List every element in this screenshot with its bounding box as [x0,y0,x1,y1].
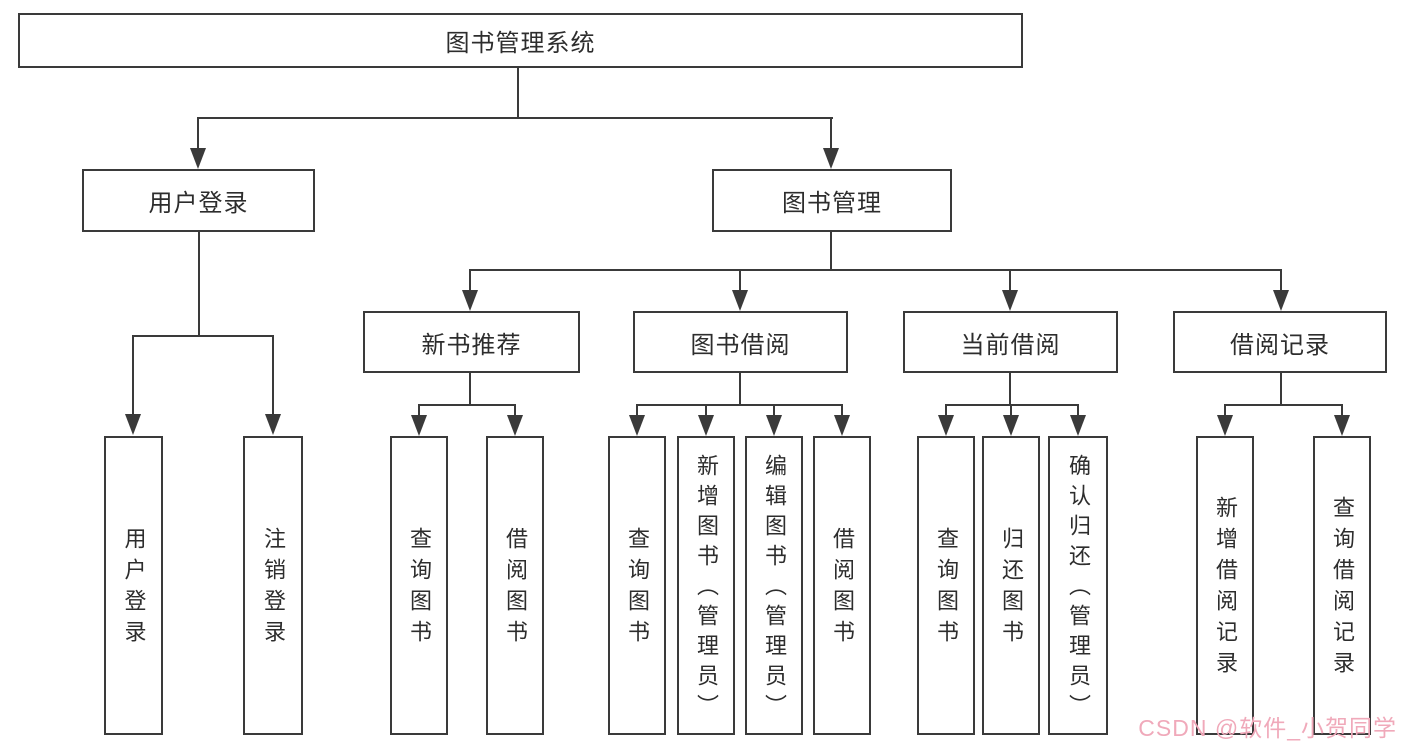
node-root: 图书管理系统 [18,13,1023,68]
connector-line [1009,373,1011,406]
arrow-down-icon [507,415,523,436]
arrow-down-icon [938,415,954,436]
leaf-add-book-admin: 新增图书（管理员） [677,436,735,735]
node-book-borrow: 图书借阅 [633,311,848,373]
connector-line [945,404,1079,406]
node-new-book-recommend: 新书推荐 [363,311,580,373]
arrow-down-icon [411,415,427,436]
connector-line [636,404,843,406]
arrow-down-icon [1003,415,1019,436]
arrow-down-icon [462,290,478,311]
connector-line [469,269,1282,271]
leaf-query-book: 查询图书 [608,436,666,735]
leaf-borrow-book: 借阅图书 [486,436,544,735]
connector-line [773,404,775,416]
node-user-login: 用户登录 [82,169,315,232]
connector-line [1280,269,1282,291]
connector-line [945,404,947,416]
arrow-down-icon [125,414,141,435]
arrow-down-icon [1273,290,1289,311]
connector-line [1341,404,1343,416]
leaf-query-borrow-record: 查询借阅记录 [1313,436,1371,735]
connector-line [705,404,707,416]
connector-line [517,68,519,118]
connector-line [1010,404,1012,416]
connector-line [132,335,134,415]
connector-line [132,335,274,337]
connector-line [636,404,638,416]
connector-line [418,404,516,406]
connector-line [739,373,741,406]
leaf-query-book: 查询图书 [390,436,448,735]
connector-line [1077,404,1079,416]
connector-line [197,117,833,119]
connector-line [830,117,832,150]
arrow-down-icon [823,148,839,169]
node-current-borrow: 当前借阅 [903,311,1118,373]
node-borrow-record: 借阅记录 [1173,311,1387,373]
connector-line [514,404,516,416]
connector-line [739,269,741,291]
node-book-management: 图书管理 [712,169,952,232]
csdn-watermark: CSDN @软件_小贺同学 [1138,715,1397,741]
arrow-down-icon [1217,415,1233,436]
arrow-down-icon [1070,415,1086,436]
arrow-down-icon [766,415,782,436]
connector-line [198,232,200,337]
arrow-down-icon [732,290,748,311]
connector-line [1280,373,1282,406]
connector-line [841,404,843,416]
connector-line [830,232,832,271]
arrow-down-icon [698,415,714,436]
leaf-logout: 注销登录 [243,436,303,735]
connector-line [469,269,471,291]
arrow-down-icon [629,415,645,436]
leaf-return-book: 归还图书 [982,436,1040,735]
leaf-borrow-book: 借阅图书 [813,436,871,735]
arrow-down-icon [265,414,281,435]
connector-line [272,335,274,415]
leaf-edit-book-admin: 编辑图书（管理员） [745,436,803,735]
leaf-confirm-return-admin: 确认归还（管理员） [1048,436,1108,735]
connector-line [418,404,420,416]
connector-line [1224,404,1343,406]
arrow-down-icon [1002,290,1018,311]
connector-line [197,117,199,150]
arrow-down-icon [834,415,850,436]
leaf-add-borrow-record: 新增借阅记录 [1196,436,1254,735]
connector-line [469,373,471,406]
arrow-down-icon [1334,415,1350,436]
leaf-query-book: 查询图书 [917,436,975,735]
connector-line [1009,269,1011,291]
connector-line [1224,404,1226,416]
arrow-down-icon [190,148,206,169]
leaf-user-login: 用户登录 [104,436,163,735]
